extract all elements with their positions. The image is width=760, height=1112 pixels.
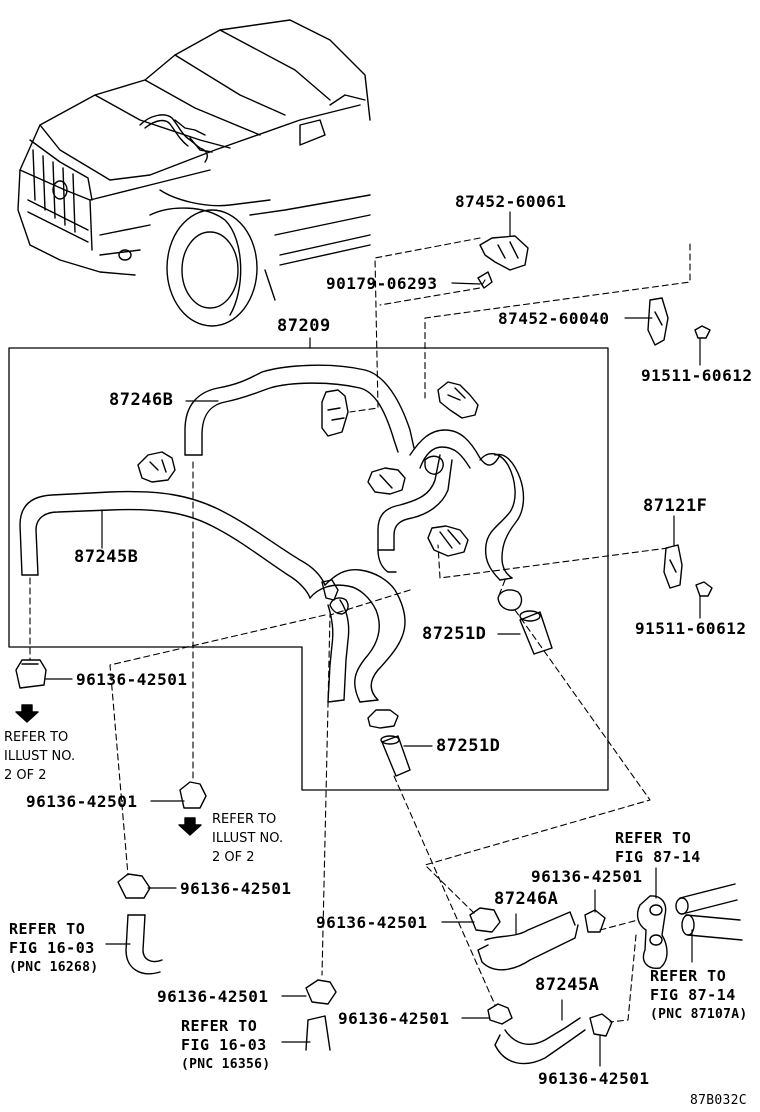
- note-refer-fig-16-03-b[interactable]: REFER TO FIG 16-03 (PNC 16356): [181, 1017, 271, 1072]
- label-87251D-lower: 87251D: [436, 736, 501, 756]
- label-96136-42501-a: 96136-42501: [76, 670, 188, 689]
- label-96136-42501-g: 96136-42501: [338, 1009, 450, 1028]
- leader-lines: [45, 211, 701, 1067]
- label-91511-60612-mid: 91511-60612: [635, 619, 747, 638]
- label-87246B: 87246B: [109, 390, 174, 410]
- dashed-connectors: [29, 237, 691, 1023]
- label-96136-42501-e: 96136-42501: [316, 913, 428, 932]
- label-87121F: 87121F: [643, 496, 708, 516]
- label-87452-60061: 87452-60061: [455, 192, 567, 211]
- label-87245A: 87245A: [535, 975, 600, 995]
- figure-code: 87B032C: [690, 1093, 747, 1108]
- note-refer-fig-16-03-a[interactable]: REFER TO FIG 16-03 (PNC 16268): [9, 920, 99, 975]
- hose-right-assembly: [377, 453, 525, 581]
- label-87251D-upper: 87251D: [422, 624, 487, 644]
- label-96136-42501-d: 96136-42501: [531, 867, 643, 886]
- clamps-and-brackets: [137, 381, 553, 777]
- note-refer-fig-87-14-pnc[interactable]: REFER TO FIG 87-14 (PNC 87107A): [650, 967, 748, 1022]
- label-96136-42501-f: 96136-42501: [157, 987, 269, 1006]
- label-90179-06293: 90179-06293: [326, 274, 438, 293]
- label-91511-60612-top: 91511-60612: [641, 366, 753, 385]
- note-refer-fig-87-14-top[interactable]: REFER TO FIG 87-14: [615, 829, 701, 866]
- label-96136-42501-c: 96136-42501: [180, 879, 292, 898]
- label-87245B: 87245B: [74, 547, 139, 567]
- label-87209: 87209: [277, 316, 331, 336]
- assembly-boundary-87209: [8, 347, 609, 791]
- label-96136-42501-h: 96136-42501: [538, 1069, 650, 1088]
- lower-parts: [15, 659, 743, 1065]
- label-87246A: 87246A: [494, 889, 559, 909]
- note-refer-illust-b[interactable]: REFER TO ILLUST NO. 2 OF 2: [212, 812, 284, 865]
- top-right-brackets: [477, 235, 713, 597]
- note-refer-illust-a[interactable]: REFER TO ILLUST NO. 2 OF 2: [4, 730, 76, 783]
- vehicle-illustration: [17, 19, 371, 327]
- label-87452-60040: 87452-60040: [498, 309, 610, 328]
- hose-87246B-drawing: [184, 364, 501, 469]
- label-96136-42501-b: 96136-42501: [26, 792, 138, 811]
